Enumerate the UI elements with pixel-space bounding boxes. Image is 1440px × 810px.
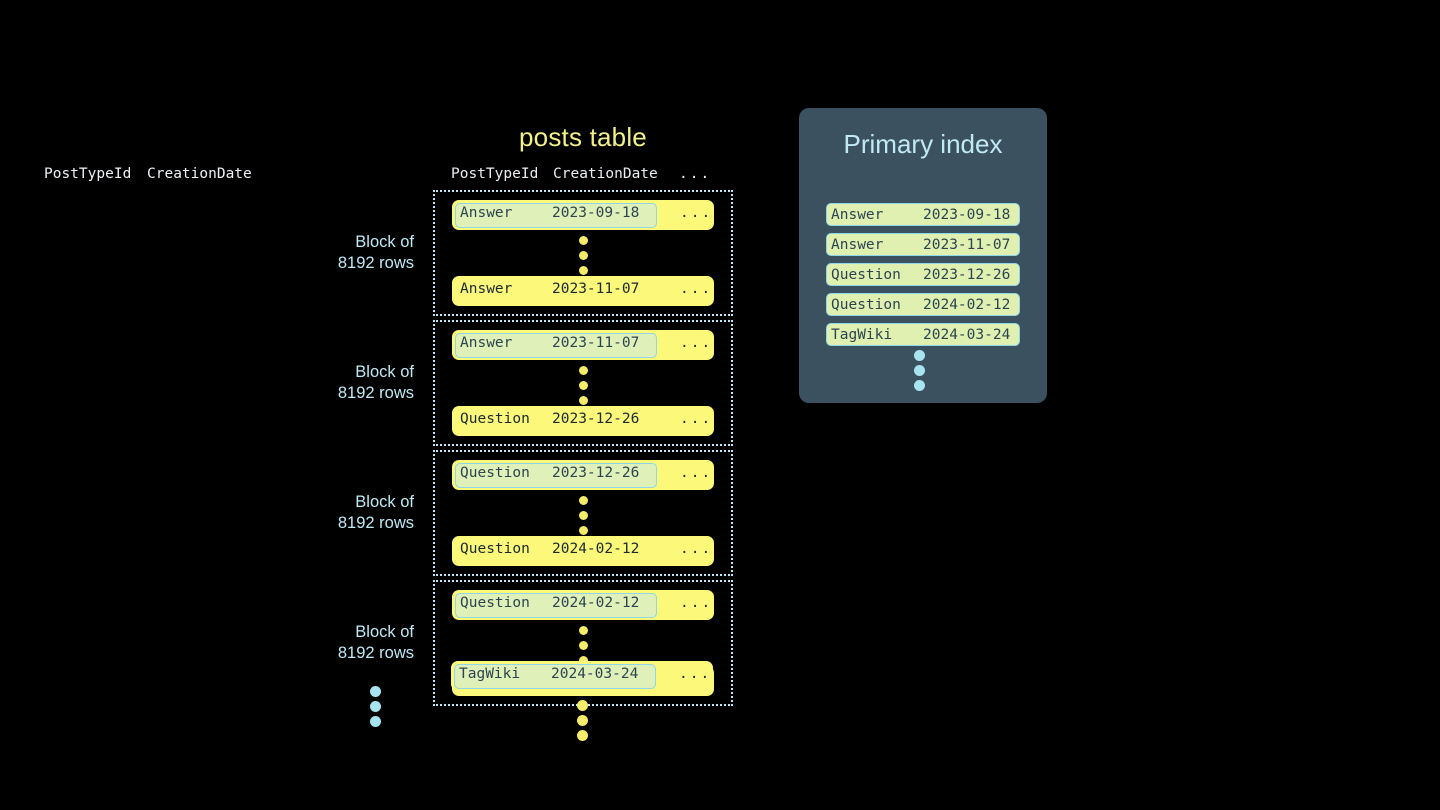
cell-creationdate: 2023-11-07 — [552, 335, 640, 351]
index-cell-creationdate: 2024-03-24 — [923, 327, 1011, 343]
block-label: Block of 8192 rows — [337, 493, 414, 532]
block-label: Block of 8192 rows — [337, 363, 414, 402]
index-cell-posttypeid: TagWiki — [831, 327, 893, 343]
cell-ellipsis: ... — [680, 335, 713, 351]
table-row: Answer 2023-11-07 ... — [452, 276, 714, 306]
trailing-table-row-wrapper: TagWiki 2024-03-24 ... — [451, 661, 713, 691]
index-row: TagWiki 2024-03-24 — [826, 323, 1020, 346]
column-header-posttypeid: PostTypeId — [451, 166, 539, 182]
primary-index-rows: Answer 2023-09-18 Answer 2023-11-07 Ques… — [826, 203, 1020, 353]
table-row: Question 2023-12-26 ... — [452, 460, 714, 490]
index-cell-creationdate: 2023-11-07 — [923, 237, 1011, 253]
cell-posttypeid: Answer — [460, 205, 513, 221]
table-row: Answer 2023-11-07 ... — [452, 330, 714, 360]
cell-posttypeid: Question — [460, 465, 530, 481]
posts-table-blocks: Block of 8192 rows Answer 2023-09-18 ...… — [338, 190, 733, 710]
index-cell-creationdate: 2023-09-18 — [923, 207, 1011, 223]
index-cell-posttypeid: Answer — [831, 207, 884, 223]
primary-index-title: Primary index — [843, 129, 1003, 159]
block-of-rows: Block of 8192 rows Answer 2023-11-07 ...… — [338, 320, 733, 446]
vertical-ellipsis-dots — [435, 360, 731, 406]
cell-ellipsis: ... — [680, 465, 713, 481]
vertical-ellipsis-dots — [435, 620, 731, 666]
cell-creationdate: 2023-11-07 — [552, 281, 640, 297]
index-row: Question 2024-02-12 — [826, 293, 1020, 316]
index-cell-posttypeid: Answer — [831, 237, 884, 253]
index-row: Answer 2023-11-07 — [826, 233, 1020, 256]
row-highlight-box — [455, 332, 657, 358]
cell-posttypeid: TagWiki — [459, 666, 521, 682]
block-label: Block of 8192 rows — [337, 233, 414, 272]
cell-creationdate: 2024-02-12 — [552, 595, 640, 611]
cell-posttypeid: Answer — [460, 335, 513, 351]
table-row: Question 2024-02-12 ... — [452, 590, 714, 620]
row-highlight-box — [455, 462, 657, 488]
index-cell-creationdate: 2023-12-26 — [923, 267, 1011, 283]
table-row: Question 2024-02-12 ... — [452, 536, 714, 566]
block-of-rows: Block of 8192 rows Answer 2023-09-18 ...… — [338, 190, 733, 316]
vertical-ellipsis-dots — [435, 490, 731, 536]
posts-table-column-headers: PostTypeId CreationDate ... — [451, 166, 713, 186]
row-highlight-box — [455, 202, 657, 228]
cell-creationdate: 2024-03-24 — [551, 666, 639, 682]
index-cell-posttypeid: Question — [831, 267, 901, 283]
posts-table-title: posts table — [519, 122, 647, 152]
index-row: Question 2023-12-26 — [826, 263, 1020, 286]
row-highlight-box — [454, 663, 656, 689]
table-row: TagWiki 2024-03-24 ... — [451, 661, 713, 691]
cell-creationdate: 2024-02-12 — [552, 541, 640, 557]
index-column-header-creationdate: CreationDate — [147, 166, 252, 182]
cell-creationdate: 2023-12-26 — [552, 411, 640, 427]
index-cell-creationdate: 2024-02-12 — [923, 297, 1011, 313]
cell-ellipsis: ... — [680, 595, 713, 611]
cell-posttypeid: Question — [460, 411, 530, 427]
block-of-rows: Block of 8192 rows Question 2023-12-26 .… — [338, 450, 733, 576]
column-header-ellipsis: ... — [679, 166, 712, 182]
table-row: Question 2023-12-26 ... — [452, 406, 714, 436]
block-label: Block of 8192 rows — [337, 623, 414, 662]
cell-ellipsis: ... — [680, 411, 713, 427]
index-column-header-posttypeid: PostTypeId — [44, 166, 132, 182]
column-header-creationdate: CreationDate — [553, 166, 658, 182]
cell-posttypeid: Question — [460, 595, 530, 611]
cell-ellipsis: ... — [680, 281, 713, 297]
cell-ellipsis: ... — [680, 541, 713, 557]
table-row: Answer 2023-09-18 ... — [452, 200, 714, 230]
vertical-ellipsis-dots — [435, 230, 731, 276]
index-row: Answer 2023-09-18 — [826, 203, 1020, 226]
cell-creationdate: 2023-09-18 — [552, 205, 640, 221]
primary-index-column-headers: PostTypeId CreationDate — [22, 166, 252, 186]
cell-posttypeid: Answer — [460, 281, 513, 297]
cell-ellipsis: ... — [679, 666, 712, 682]
cell-posttypeid: Question — [460, 541, 530, 557]
cell-creationdate: 2023-12-26 — [552, 465, 640, 481]
row-highlight-box — [455, 592, 657, 618]
cell-ellipsis: ... — [680, 205, 713, 221]
index-cell-posttypeid: Question — [831, 297, 901, 313]
